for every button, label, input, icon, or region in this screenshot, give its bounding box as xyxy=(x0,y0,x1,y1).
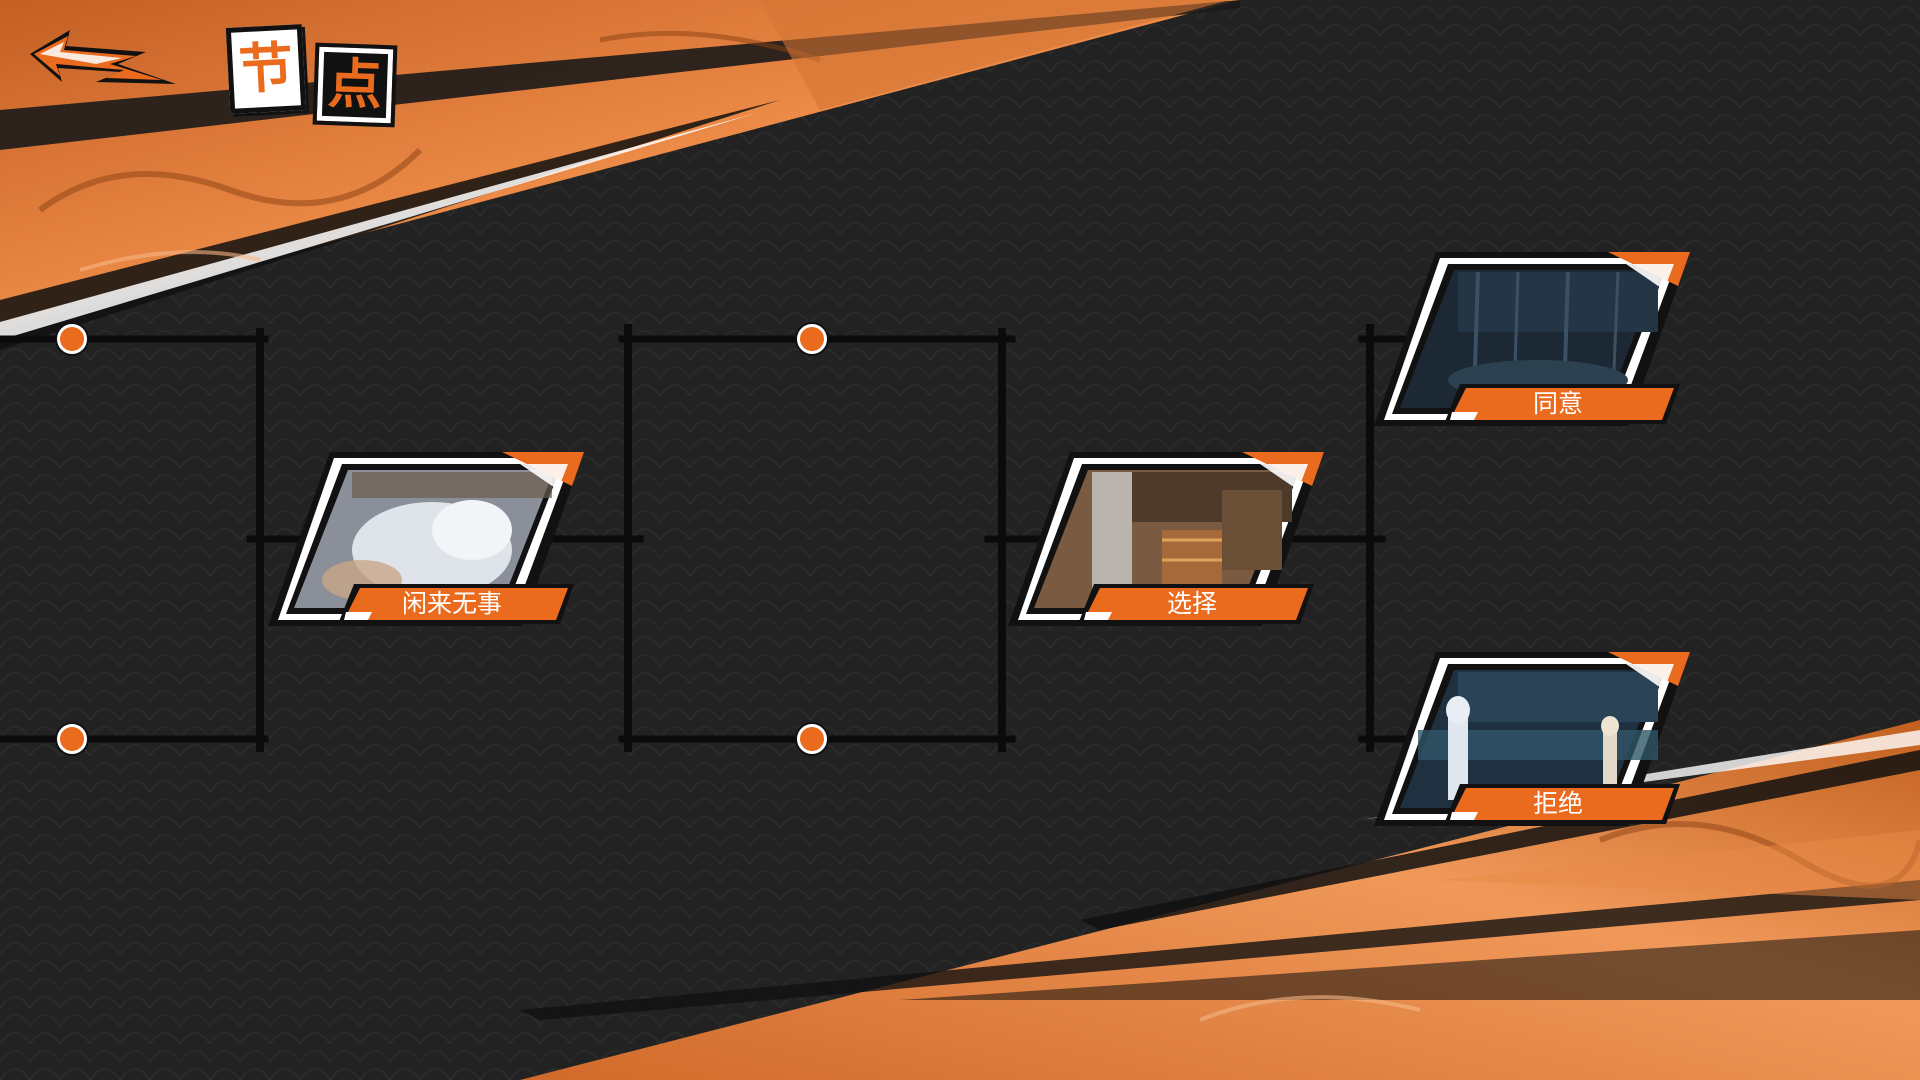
locked-node-point[interactable] xyxy=(797,324,827,354)
node-label: 同意 xyxy=(1532,389,1583,418)
night-forest-thumbnail xyxy=(1374,252,1690,426)
title-char-dian: 点 xyxy=(312,42,398,128)
palace-corridor-thumbnail xyxy=(1008,452,1324,626)
story-node-card[interactable]: 闲来无事 xyxy=(268,450,584,630)
night-lake-thumbnail xyxy=(1374,652,1690,826)
locked-node-point[interactable] xyxy=(797,724,827,754)
locked-node-point[interactable] xyxy=(57,724,87,754)
back-button[interactable] xyxy=(26,24,176,104)
node-label: 拒绝 xyxy=(1532,789,1583,818)
story-node-card[interactable]: 拒绝 xyxy=(1374,650,1690,830)
node-label: 闲来无事 xyxy=(401,589,502,618)
story-node-card[interactable]: 选择 xyxy=(1008,450,1324,630)
locked-node-point[interactable] xyxy=(57,324,87,354)
back-arrow-icon xyxy=(30,30,176,84)
bedroom-scene-thumbnail xyxy=(268,452,584,626)
story-node-card[interactable]: 同意 xyxy=(1374,250,1690,430)
title-char-jie: 节 xyxy=(225,24,307,114)
top-banner xyxy=(0,0,1240,350)
node-label: 选择 xyxy=(1166,589,1217,618)
